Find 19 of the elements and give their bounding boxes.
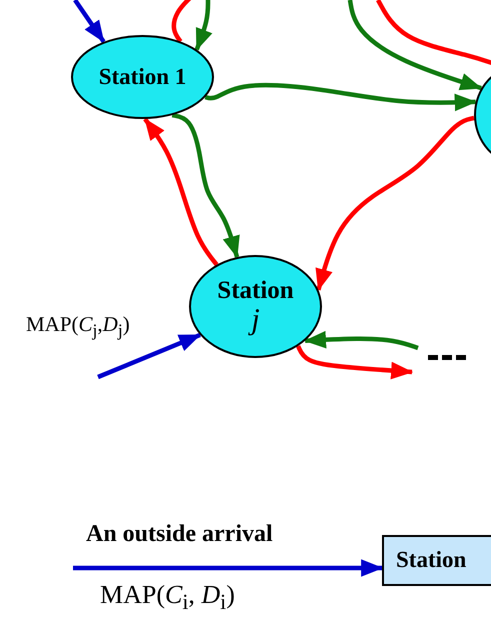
arrow bbox=[143, 118, 218, 266]
edge-label: An outside arrival bbox=[86, 521, 273, 548]
arrow bbox=[172, 113, 240, 258]
arrow bbox=[304, 330, 419, 350]
arrow bbox=[348, 0, 482, 90]
arrow bbox=[316, 116, 475, 291]
station-name: Station bbox=[396, 548, 466, 573]
arrow bbox=[296, 345, 414, 380]
arrow bbox=[194, 0, 212, 51]
arrow bbox=[204, 82, 477, 112]
edge-label: MAP(C$_{j}$,D$_{j}$) bbox=[26, 312, 130, 342]
station-name: Station 1 bbox=[98, 64, 186, 90]
arrow bbox=[73, 0, 106, 43]
arrow bbox=[73, 559, 384, 577]
station-name: Station j bbox=[216, 278, 295, 336]
arrow bbox=[97, 332, 202, 380]
connector-line bbox=[172, 0, 192, 43]
station-box bbox=[382, 535, 491, 586]
rate-label: MAP(C$_{i}$, D$_{i}$) bbox=[100, 580, 235, 616]
